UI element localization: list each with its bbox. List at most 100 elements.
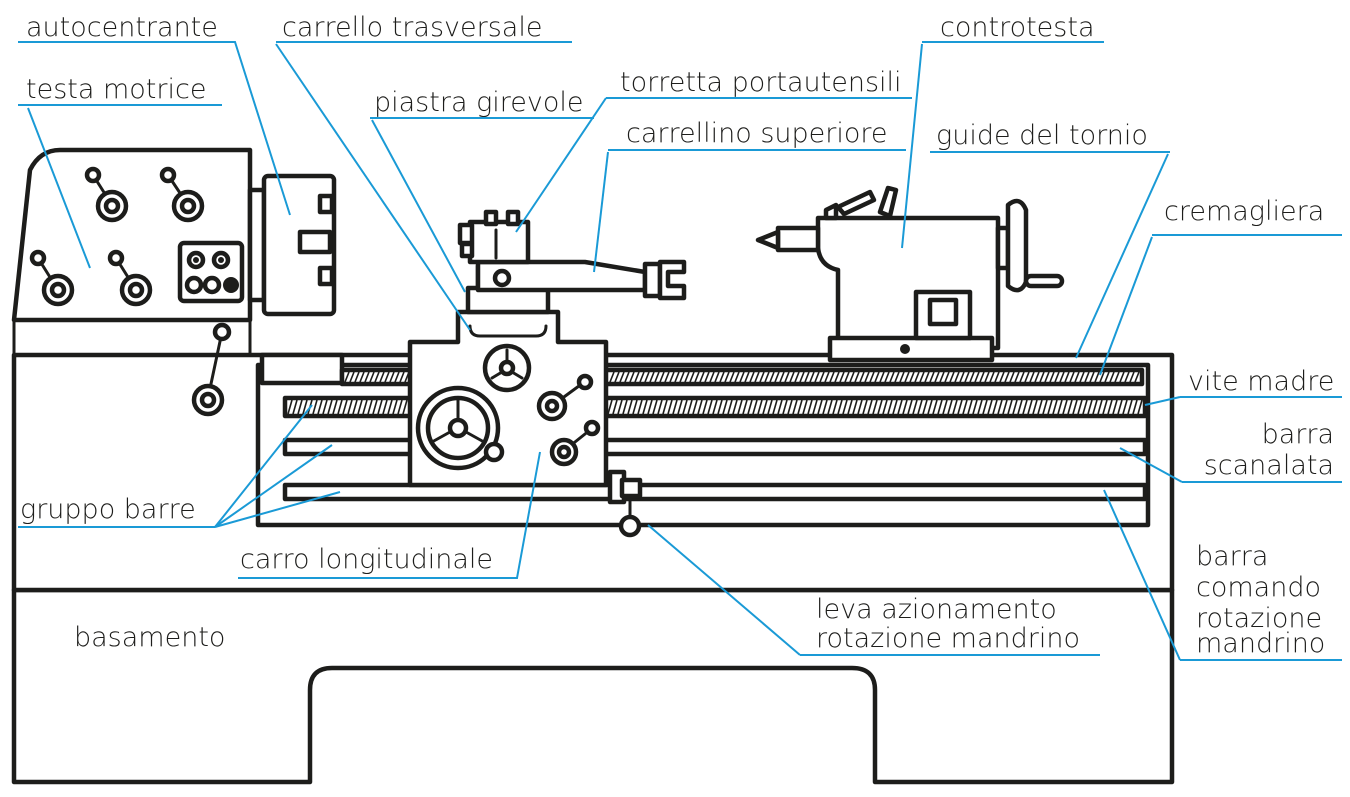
headstock-lever bbox=[107, 249, 153, 307]
thread-tick bbox=[1047, 399, 1053, 415]
thread-tick bbox=[1097, 399, 1103, 415]
thread-tick bbox=[814, 371, 820, 383]
thread-tick bbox=[674, 371, 680, 383]
thread-tick bbox=[1127, 399, 1133, 415]
thread-tick bbox=[709, 371, 715, 383]
thread-tick bbox=[937, 399, 943, 415]
thread-tick bbox=[712, 399, 718, 415]
thread-tick bbox=[359, 371, 365, 383]
leader-lines bbox=[18, 41, 1342, 661]
thread-tick bbox=[682, 399, 688, 415]
thread-tick bbox=[349, 371, 355, 383]
thread-tick bbox=[777, 399, 783, 415]
thread-tick bbox=[992, 399, 998, 415]
thread-tick bbox=[947, 399, 953, 415]
thread-tick bbox=[824, 371, 830, 383]
thread-tick bbox=[1024, 371, 1030, 383]
thread-tick bbox=[834, 371, 840, 383]
thread-tick bbox=[699, 371, 705, 383]
thread-tick bbox=[1067, 399, 1073, 415]
thread-tick bbox=[717, 399, 723, 415]
thread-tick bbox=[1059, 371, 1065, 383]
thread-tick bbox=[647, 399, 653, 415]
thread-tick bbox=[702, 399, 708, 415]
thread-tick bbox=[924, 371, 930, 383]
thread-tick bbox=[352, 399, 358, 415]
thread-tick bbox=[384, 371, 390, 383]
thread-tick bbox=[657, 399, 663, 415]
thread-tick bbox=[644, 371, 650, 383]
thread-tick bbox=[389, 371, 395, 383]
label-barra-scanalata-1: barra bbox=[1262, 419, 1334, 450]
thread-tick bbox=[1069, 371, 1075, 383]
thread-tick bbox=[397, 399, 403, 415]
thread-tick bbox=[822, 399, 828, 415]
thread-tick bbox=[707, 399, 713, 415]
thread-tick bbox=[317, 399, 323, 415]
thread-tick bbox=[1019, 371, 1025, 383]
small-wheel bbox=[482, 343, 532, 393]
label-vite-madre: vite madre bbox=[1188, 366, 1334, 397]
thread-tick bbox=[982, 399, 988, 415]
thread-tick bbox=[977, 399, 983, 415]
thread-tick bbox=[837, 399, 843, 415]
thread-tick bbox=[1122, 399, 1128, 415]
thread-tick bbox=[809, 371, 815, 383]
thread-tick bbox=[752, 399, 758, 415]
thread-tick bbox=[979, 371, 985, 383]
apron-lever bbox=[549, 419, 601, 467]
thread-tick bbox=[842, 399, 848, 415]
thread-tick bbox=[952, 399, 958, 415]
thread-tick bbox=[872, 399, 878, 415]
thread-tick bbox=[364, 371, 370, 383]
thread-tick bbox=[762, 399, 768, 415]
thread-tick bbox=[1049, 371, 1055, 383]
label-torretta-portautensili: torretta portautensili bbox=[620, 67, 902, 98]
headstock-lever bbox=[29, 249, 75, 307]
thread-tick bbox=[794, 371, 800, 383]
lathe-drawing bbox=[11, 147, 1175, 785]
thread-tick bbox=[922, 399, 928, 415]
thread-tick bbox=[759, 371, 765, 383]
thread-tick bbox=[627, 399, 633, 415]
thread-tick bbox=[832, 399, 838, 415]
thread-tick bbox=[1077, 399, 1083, 415]
thread-tick bbox=[607, 399, 613, 415]
thread-tick bbox=[812, 399, 818, 415]
thread-tick bbox=[624, 371, 630, 383]
thread-tick bbox=[769, 371, 775, 383]
thread-tick bbox=[622, 399, 628, 415]
thread-tick bbox=[687, 399, 693, 415]
label-basamento: basamento bbox=[74, 622, 225, 653]
thread-tick bbox=[1057, 399, 1063, 415]
thread-tick bbox=[697, 399, 703, 415]
handwheel bbox=[415, 385, 505, 471]
thread-tick bbox=[722, 399, 728, 415]
thread-tick bbox=[994, 371, 1000, 383]
thread-tick bbox=[1092, 399, 1098, 415]
spindle-control-lever bbox=[607, 469, 643, 538]
thread-tick bbox=[939, 371, 945, 383]
thread-tick bbox=[854, 371, 860, 383]
thread-tick bbox=[634, 371, 640, 383]
thread-tick bbox=[874, 371, 880, 383]
thread-tick bbox=[764, 371, 770, 383]
thread-tick bbox=[629, 371, 635, 383]
thread-tick bbox=[877, 399, 883, 415]
thread-tick bbox=[302, 399, 308, 415]
thread-tick bbox=[1084, 371, 1090, 383]
thread-tick bbox=[1094, 371, 1100, 383]
thread-tick bbox=[1137, 399, 1143, 415]
thread-tick bbox=[859, 371, 865, 383]
thread-tick bbox=[984, 371, 990, 383]
thread-tick bbox=[689, 371, 695, 383]
thread-tick bbox=[897, 399, 903, 415]
thread-tick bbox=[637, 399, 643, 415]
thread-tick bbox=[844, 371, 850, 383]
thread-tick bbox=[767, 399, 773, 415]
thread-tick bbox=[1022, 399, 1028, 415]
thread-tick bbox=[772, 399, 778, 415]
thread-tick bbox=[287, 399, 293, 415]
label-barra-comando-2: comando bbox=[1196, 572, 1321, 603]
label-barra-comando-3: rotazione bbox=[1196, 603, 1322, 634]
